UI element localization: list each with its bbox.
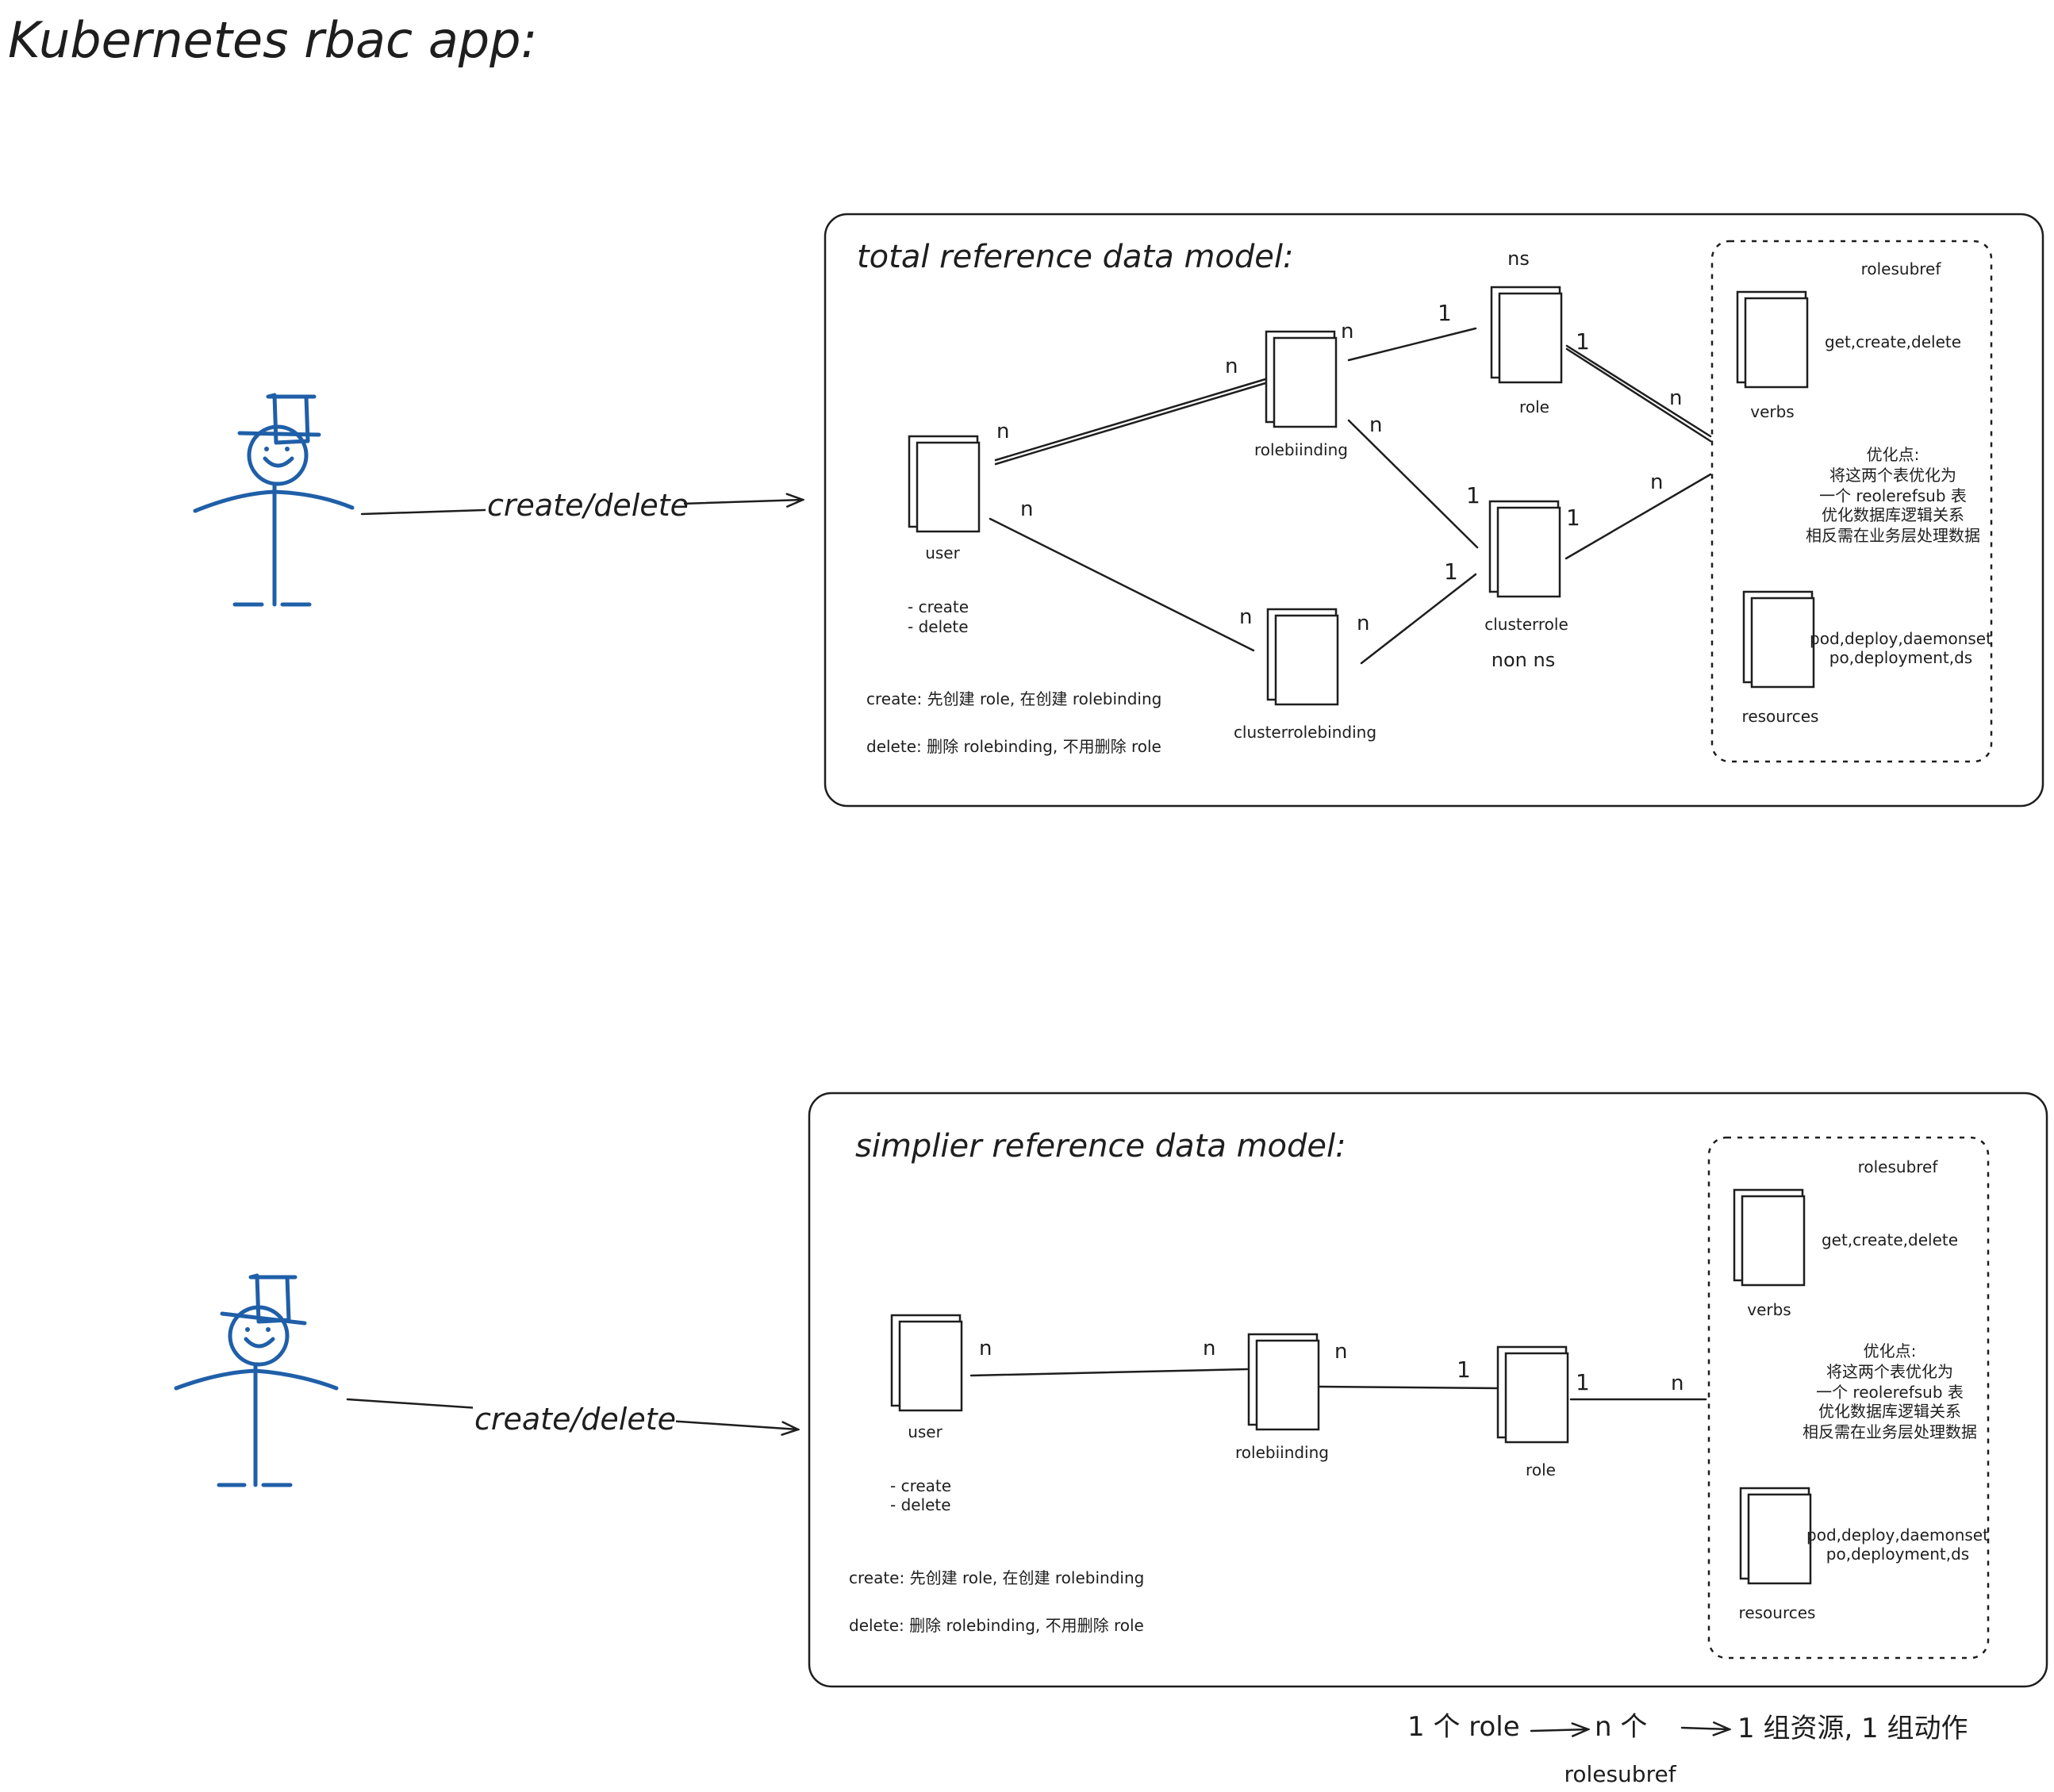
node-user-bottom: [890, 1314, 963, 1412]
svg-text:1: 1: [1457, 1356, 1471, 1383]
svg-text:n: n: [1020, 497, 1033, 521]
node-resources-bottom: [1739, 1487, 1812, 1585]
resources-values-2-top: po,deployment,ds: [1829, 648, 1972, 667]
svg-text:n: n: [1650, 470, 1663, 494]
label-verbs-bottom: verbs: [1747, 1300, 1791, 1319]
svg-text:相反需在业务层处理数据: 相反需在业务层处理数据: [1803, 1422, 1977, 1441]
label-clusterrolebinding-top: clusterrolebinding: [1234, 723, 1376, 742]
node-role-bottom: [1496, 1345, 1569, 1444]
label-user-top: user: [925, 543, 960, 562]
node-verbs-bottom: [1733, 1188, 1806, 1287]
user-op-delete-top: - delete: [908, 617, 969, 636]
cardinality-top: n n n n n 1 n 1 n 1 1 n 1 n: [996, 300, 1682, 635]
actor-figure-top: [193, 393, 355, 607]
footer-part2: n 个: [1595, 1711, 1647, 1743]
svg-text:1: 1: [1444, 558, 1458, 585]
svg-text:n: n: [1669, 386, 1682, 410]
node-verbs-top: [1736, 290, 1809, 389]
svg-text:1: 1: [1566, 505, 1580, 531]
label-role-top: role: [1519, 397, 1549, 416]
svg-text:n: n: [1203, 1337, 1215, 1360]
actor-arrow-label-top: create/delete: [487, 488, 689, 523]
svg-text:1: 1: [1466, 482, 1480, 508]
delete-note-top: delete: 删除 rolebinding, 不用删除 role: [866, 737, 1161, 756]
svg-text:优化数据库逻辑关系: 优化数据库逻辑关系: [1822, 505, 1964, 524]
svg-text:n: n: [1671, 1372, 1684, 1395]
delete-note-bottom: delete: 删除 rolebinding, 不用删除 role: [849, 1616, 1144, 1635]
svg-text:n: n: [1239, 605, 1252, 629]
svg-text:一个 reolerefsub 表: 一个 reolerefsub 表: [1816, 1383, 1964, 1402]
footer-under-label: rolesubref: [1564, 1761, 1676, 1787]
label-clusterrole-top: clusterrole: [1484, 615, 1568, 634]
frame-title-total: total reference data model:: [857, 239, 1294, 275]
non-ns-label: non ns: [1492, 649, 1555, 671]
create-note-top: create: 先创建 role, 在创建 rolebinding: [866, 689, 1161, 708]
footer-part1: 1 个 role: [1407, 1711, 1520, 1743]
user-op-create-top: - create: [908, 597, 969, 616]
verbs-values-top: get,create,delete: [1825, 332, 1961, 351]
label-rolebinding-top: rolebiinding: [1254, 440, 1348, 459]
create-note-bottom: create: 先创建 role, 在创建 rolebinding: [849, 1568, 1144, 1587]
optimization-note-top: 优化点: 将这两个表优化为 一个 reolerefsub 表 优化数据库逻辑关系…: [1806, 445, 1980, 545]
user-op-create-bottom: - create: [890, 1476, 951, 1495]
node-clusterrole-top: [1488, 500, 1561, 598]
resources-values-2-bottom: po,deployment,ds: [1826, 1544, 1969, 1564]
svg-text:n: n: [1334, 1340, 1347, 1364]
label-verbs-top: verbs: [1750, 402, 1794, 421]
svg-text:n: n: [1225, 355, 1238, 378]
node-resources-top: [1742, 590, 1815, 689]
verbs-values-bottom: get,create,delete: [1822, 1230, 1958, 1249]
svg-text:优化点:: 优化点:: [1864, 1341, 1917, 1360]
svg-text:优化点:: 优化点:: [1867, 445, 1920, 464]
rolesubref-box-top: [1710, 240, 1993, 763]
connections-bottom: [969, 1368, 1707, 1401]
rolesubref-title-bottom: rolesubref: [1858, 1157, 1939, 1176]
svg-text:1: 1: [1576, 1369, 1590, 1395]
svg-text:相反需在业务层处理数据: 相反需在业务层处理数据: [1806, 526, 1980, 545]
svg-text:优化数据库逻辑关系: 优化数据库逻辑关系: [1818, 1402, 1961, 1421]
svg-text:1: 1: [1438, 300, 1452, 326]
rolesubref-box-bottom: [1707, 1136, 1990, 1660]
node-role-top: [1490, 286, 1563, 384]
cardinality-bottom: n n n 1 1 n: [979, 1337, 1684, 1395]
label-resources-top: resources: [1742, 707, 1819, 726]
label-resources-bottom: resources: [1739, 1603, 1816, 1622]
node-rolebinding-bottom: [1247, 1333, 1320, 1431]
node-rolebinding-top: [1265, 330, 1338, 428]
label-rolebinding-bottom: rolebiinding: [1235, 1443, 1329, 1462]
rolesubref-title-top: rolesubref: [1861, 259, 1942, 278]
actor-figure-bottom: [174, 1273, 339, 1487]
svg-text:n: n: [979, 1337, 992, 1360]
svg-text:n: n: [1341, 320, 1353, 343]
node-user-top: [908, 435, 981, 533]
footer-part3: 1 组资源, 1 组动作: [1737, 1713, 1968, 1744]
footer-relation: 1 个 role n 个 1 组资源, 1 组动作 rolesubref: [1407, 1711, 1968, 1787]
svg-text:1: 1: [1576, 328, 1590, 355]
resources-values-1-bottom: pod,deploy,daemonset: [1806, 1525, 1989, 1544]
label-role-bottom: role: [1526, 1460, 1556, 1479]
user-op-delete-bottom: - delete: [890, 1495, 951, 1514]
page-title: Kubernetes rbac app:: [8, 11, 537, 69]
svg-text:n: n: [996, 420, 1009, 443]
frame-simplier-model: [808, 1092, 2048, 1688]
svg-text:n: n: [1369, 413, 1382, 437]
optimization-note-bottom: 优化点: 将这两个表优化为 一个 reolerefsub 表 优化数据库逻辑关系…: [1803, 1341, 1977, 1441]
frame-total-model: [824, 213, 2044, 808]
svg-text:将这两个表优化为: 将这两个表优化为: [1829, 466, 1956, 485]
node-clusterrolebinding-top: [1266, 608, 1339, 706]
connections-top: [989, 327, 1712, 665]
frame-title-simplier: simplier reference data model:: [855, 1128, 1346, 1165]
ns-label: ns: [1507, 248, 1530, 270]
svg-text:一个 reolerefsub 表: 一个 reolerefsub 表: [1819, 486, 1967, 505]
label-user-bottom: user: [908, 1422, 943, 1441]
svg-text:将这两个表优化为: 将这两个表优化为: [1826, 1362, 1953, 1381]
actor-arrow-label-bottom: create/delete: [474, 1402, 676, 1437]
svg-text:n: n: [1357, 612, 1369, 635]
resources-values-1-top: pod,deploy,daemonset: [1810, 629, 1992, 648]
